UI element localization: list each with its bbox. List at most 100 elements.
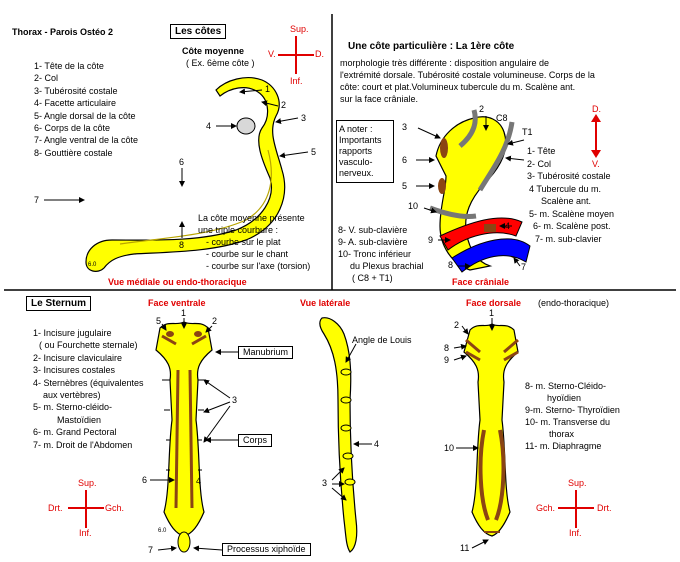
middle-rib-caption: Vue médiale ou endo-thoracique <box>108 277 247 287</box>
sternum-right-gch: Gch. <box>536 503 556 513</box>
orientation-cross-sternum-right <box>558 490 594 528</box>
legend-item: 3- Tubérosité costale <box>527 171 611 181</box>
ribs-section-title: Les côtes <box>170 24 227 39</box>
legend-item: ( C8 + T1) <box>352 273 393 283</box>
legend-item: 7- Angle ventral de la côte <box>34 135 139 146</box>
sternum-lateral-pointers <box>331 343 372 501</box>
sternum-left-drt: Drt. <box>48 503 63 513</box>
note-line: A noter : <box>339 124 373 134</box>
sternum-marker-4: 4 <box>196 476 202 486</box>
orient-left-label: V. <box>268 49 276 59</box>
first-rib-title: Une côte particulière : La 1ère côte <box>348 41 515 52</box>
legend-item: 2- Col <box>527 158 552 169</box>
xiphoid-label: Processus xiphoïde <box>222 543 311 556</box>
first-rib-drawing <box>429 109 531 273</box>
legend-item: 7- m. sub-clavier <box>535 233 602 244</box>
rib-marker-2: 2 <box>281 100 287 110</box>
lateral-marker-4: 4 <box>374 439 380 449</box>
first-rib-marker-3: 3 <box>402 122 408 132</box>
sternum-marker-5: 5 <box>156 316 162 326</box>
description-line: l'extrémité dorsale. Tubérosité costale … <box>340 70 595 80</box>
rib-marker-3: 3 <box>301 113 307 123</box>
legend-item: 6- m. Scalène post. <box>533 221 611 231</box>
first-rib-marker-7: 7 <box>521 262 527 272</box>
curvature-line: une triple courbure : <box>198 225 279 235</box>
rib-marker-7: 7 <box>34 195 40 205</box>
orientation-cross-sternum-left <box>68 490 104 528</box>
legend-item: 8- m. Sterno-Cléido- <box>525 381 607 391</box>
legend-item: 5- Angle dorsal de la côte <box>34 110 136 121</box>
legend-item: 1- Tête <box>527 146 556 156</box>
sternum-watermark: 6.0 <box>158 528 167 534</box>
middle-rib-subtitle: Côte moyenne <box>182 46 245 56</box>
note-line: Importants <box>339 135 382 145</box>
legend-item: 10- Tronc inférieur <box>338 249 412 259</box>
sternum-marker-1: 1 <box>181 308 187 318</box>
sternum-right-sup: Sup. <box>568 478 587 488</box>
sternum-marker-3: 3 <box>232 395 238 405</box>
note-line: nerveux. <box>339 168 374 178</box>
dorsal-caption-note: (endo-thoracique) <box>538 298 610 308</box>
rib-marker-6: 6 <box>179 157 185 167</box>
sternum-dorsal-drawing <box>463 323 519 537</box>
description-line: morphologie très différente : dispositio… <box>340 58 549 68</box>
dorsal-marker-10: 10 <box>444 443 455 453</box>
sternum-marker-7: 7 <box>148 545 154 555</box>
first-rib-legend-bottom: 8- V. sub-clavière 9- A. sub-clavière 10… <box>338 224 424 284</box>
legend-item: 4- Sternèbres (équivalentes <box>33 377 144 388</box>
legend-item: 3- Tubérosité costale <box>34 85 118 96</box>
sternum-marker-6: 6 <box>142 475 148 485</box>
legend-item: aux vertèbres) <box>43 389 101 400</box>
legend-item: 11- m. Diaphragme <box>525 441 602 451</box>
first-rib-description: morphologie très différente : dispositio… <box>340 57 595 105</box>
legend-item: 6- Corps de la côte <box>34 122 111 133</box>
legend-item: 4- Facette articulaire <box>34 98 117 109</box>
first-rib-marker-4: 4 <box>505 221 511 231</box>
orient-v-label: V. <box>592 159 600 169</box>
legend-item: hyoïdien <box>547 393 582 403</box>
rib-marker-5: 5 <box>311 147 317 157</box>
dorsal-marker-8: 8 <box>444 343 450 353</box>
legend-item: 9- A. sub-clavière <box>338 237 408 247</box>
rib-marker-4: 4 <box>206 121 212 131</box>
legend-item: Scalène ant. <box>541 196 592 206</box>
middle-rib-pointers <box>44 88 309 238</box>
first-rib-caption: Face crâniale <box>452 277 510 287</box>
page-title: Thorax - Parois Ostéo 2 <box>12 27 114 37</box>
sternum-marker-2: 2 <box>212 316 218 326</box>
legend-item: 8- Gouttière costale <box>34 147 113 158</box>
legend-item: 6- m. Grand Pectoral <box>33 427 117 438</box>
sternum-right-inf: Inf. <box>569 528 582 538</box>
dorsal-caption: Face dorsale <box>466 298 522 308</box>
orient-right-label: D. <box>315 49 324 59</box>
dorsal-marker-1: 1 <box>489 308 495 318</box>
sternum-right-drt: Drt. <box>597 503 612 513</box>
first-rib-marker-10: 10 <box>408 201 419 211</box>
orient-d-label: D. <box>592 104 601 114</box>
legend-item: 1- Incisure jugulaire <box>33 328 112 338</box>
corps-label: Corps <box>238 434 273 447</box>
sternum-section-title: Le Sternum <box>26 296 92 311</box>
curvature-line: La côte moyenne présente <box>198 213 305 223</box>
curvature-line: - courbe sur le plat <box>206 237 281 247</box>
middle-rib-legend: 1- Tête de la côte 2- Col 3- Tubérosité … <box>34 61 138 160</box>
lateral-caption: Vue latérale <box>300 298 351 308</box>
orientation-cross-ribs <box>278 36 314 74</box>
sternum-ventral-pointers <box>150 318 238 552</box>
note-line: vasculo- <box>339 157 373 167</box>
ventral-caption: Face ventrale <box>148 298 206 308</box>
curvature-line: - courbe sur l'axe (torsion) <box>206 261 311 271</box>
description-line: sur la face crâniale. <box>340 94 419 104</box>
dorsal-marker-9: 9 <box>444 355 450 365</box>
legend-item: 8- V. sub-clavière <box>338 225 408 235</box>
note-line: rapports <box>339 146 373 156</box>
sternum-dorsal-pointers <box>453 318 495 549</box>
sternum-left-inf: Inf. <box>79 528 92 538</box>
curvature-line: - courbe sur le chant <box>206 249 289 259</box>
rib-marker-8: 8 <box>179 240 185 250</box>
first-rib-marker-6: 6 <box>402 155 408 165</box>
legend-item: 5- m. Scalène moyen <box>529 208 615 219</box>
first-rib-legend-right: 1- Tête 2- Col 3- Tubérosité costale 4 T… <box>527 145 614 245</box>
note-box: A noter : Importants rapports vasculo- n… <box>336 120 394 183</box>
curvature-text: La côte moyenne présente une triple cour… <box>198 212 310 272</box>
